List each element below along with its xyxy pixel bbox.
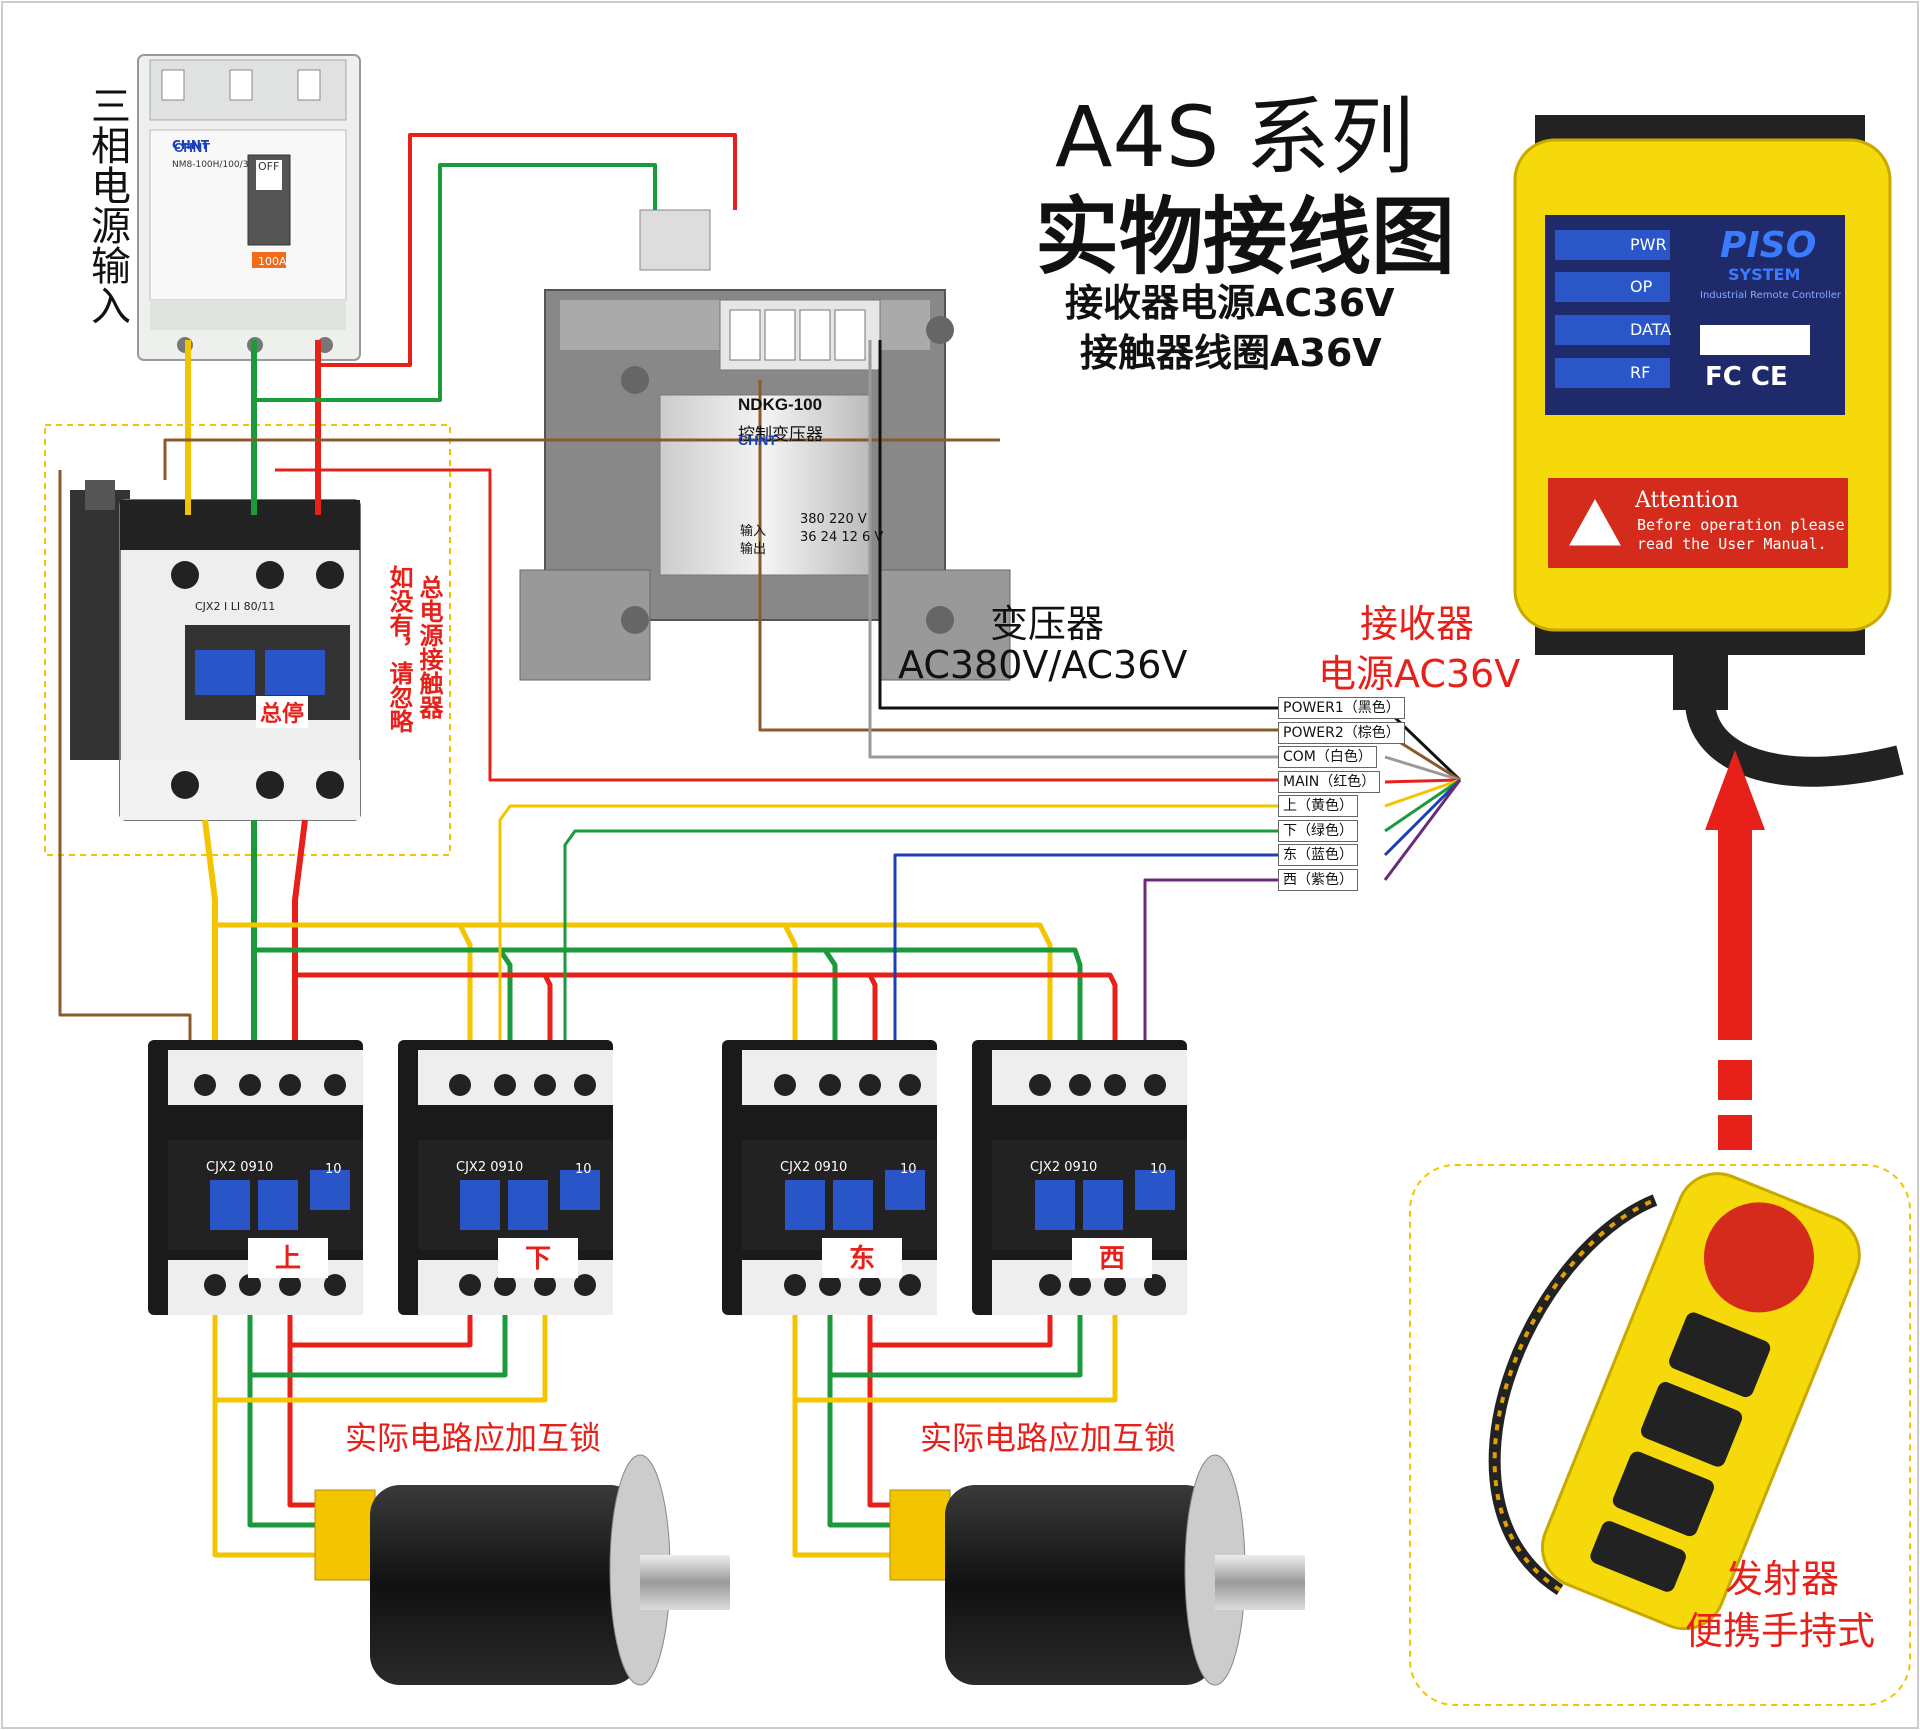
transformer-in-values: 380 220 V bbox=[800, 512, 867, 527]
interlock-note-right: 实际电路应加互锁 bbox=[920, 1419, 1177, 1457]
attention-title: Attention bbox=[1635, 488, 1739, 513]
receiver-unit bbox=[1513, 115, 1904, 787]
motor-left bbox=[314, 1454, 730, 1686]
receiver-system: SYSTEM bbox=[1728, 265, 1801, 284]
transformer-name: 控制变压器 bbox=[738, 425, 823, 445]
signal-arrow bbox=[1705, 750, 1765, 1150]
contactor-label-east: 东 bbox=[822, 1238, 902, 1278]
subtitle-line1: 接收器电源AC36V bbox=[1065, 281, 1395, 325]
receiver-certs: FC CE bbox=[1705, 362, 1788, 392]
wire-label-power1: POWER1（黑色） bbox=[1278, 697, 1405, 719]
transmitter-frame bbox=[1409, 1164, 1911, 1706]
wire-label-west: 西（紫色） bbox=[1278, 869, 1358, 891]
attention-text1: Before operation please bbox=[1637, 516, 1845, 534]
attention-text2: read the User Manual. bbox=[1637, 535, 1827, 553]
main-contactor-note: 总电源接触器 bbox=[415, 575, 443, 719]
indicator-data: DATA bbox=[1630, 320, 1672, 339]
breaker-model: NM8-100H/100/3 bbox=[172, 160, 249, 170]
interlock-note-left: 实际电路应加互锁 bbox=[345, 1419, 602, 1457]
main-contactor bbox=[70, 480, 361, 821]
contactor-east-model: CJX2 0910 bbox=[780, 1160, 848, 1175]
receiver-label: 接收器 bbox=[1360, 602, 1475, 646]
svg-text:CHNT: CHNT bbox=[174, 140, 210, 155]
transmitter-type: 便携手持式 bbox=[1685, 1609, 1876, 1653]
breaker-state: OFF bbox=[258, 160, 280, 173]
subtitle-line2: 接触器线圈A36V bbox=[1080, 331, 1382, 375]
indicator-op: OP bbox=[1630, 277, 1653, 296]
contactor-west-number: 10 bbox=[1150, 1162, 1167, 1177]
wire-label-com: COM（白色） bbox=[1278, 746, 1377, 768]
receiver-power: 电源AC36V bbox=[1318, 652, 1521, 696]
contactor-label-west: 西 bbox=[1072, 1238, 1152, 1278]
contactor-down-number: 10 bbox=[575, 1162, 592, 1177]
receiver-desc: Industrial Remote Controller bbox=[1700, 290, 1842, 301]
main-contactor-model: CJX2 I LI 80/11 bbox=[195, 600, 276, 613]
contactor-up-model: CJX2 0910 bbox=[206, 1160, 274, 1175]
main-stop-tag: 总停 bbox=[256, 696, 309, 728]
receiver-brand: PISO bbox=[1720, 225, 1817, 266]
contactor-east-number: 10 bbox=[900, 1162, 917, 1177]
contactor-down-model: CJX2 0910 bbox=[456, 1160, 524, 1175]
contactor-up-number: 10 bbox=[325, 1162, 342, 1177]
title-line2: 实物接线图 bbox=[1035, 188, 1456, 286]
wire-label-down: 下（绿色） bbox=[1278, 820, 1358, 842]
transformer-in-label: 输入 bbox=[740, 524, 767, 539]
main-contactor-note2: 如没有，请忽略 bbox=[385, 565, 413, 733]
contactor-label-down: 下 bbox=[498, 1238, 578, 1278]
transformer-model: NDKG-100 bbox=[738, 395, 823, 414]
contactor-west-model: CJX2 0910 bbox=[1030, 1160, 1098, 1175]
circuit-breaker: CHNT bbox=[137, 54, 361, 361]
transformer-out-label: 输出 bbox=[740, 542, 767, 557]
three-phase-input-label: 三相电源输入 bbox=[84, 85, 130, 325]
indicator-pwr: PWR bbox=[1630, 235, 1667, 254]
transformer-brand: CHNT bbox=[738, 432, 777, 448]
transmitter-label: 发射器 bbox=[1725, 1557, 1840, 1601]
main-contactor-frame bbox=[44, 424, 451, 856]
transformer-spec: AC380V/AC36V bbox=[898, 643, 1188, 687]
contactor-label-up: 上 bbox=[248, 1238, 328, 1278]
control-transformer bbox=[519, 209, 1011, 681]
wire-label-main: MAIN（红色） bbox=[1278, 771, 1381, 793]
transformer-out-values: 36 24 12 6 V bbox=[800, 530, 884, 545]
transmitter-unit bbox=[1488, 1172, 1861, 1631]
wire-label-east: 东（蓝色） bbox=[1278, 844, 1358, 866]
title-line1: A4S 系列 bbox=[1055, 88, 1414, 186]
contactor-west bbox=[972, 1040, 1187, 1315]
breaker-brand: CHNT bbox=[172, 138, 210, 152]
wires bbox=[58, 133, 1280, 1558]
breaker-rating: 100A bbox=[258, 255, 287, 268]
transformer-label: 变压器 bbox=[990, 602, 1105, 646]
wire-label-power2: POWER2（棕色） bbox=[1278, 722, 1405, 744]
wire-label-up: 上（黄色） bbox=[1278, 795, 1358, 817]
indicator-rf: RF bbox=[1630, 363, 1651, 382]
motor-right bbox=[889, 1454, 1305, 1686]
